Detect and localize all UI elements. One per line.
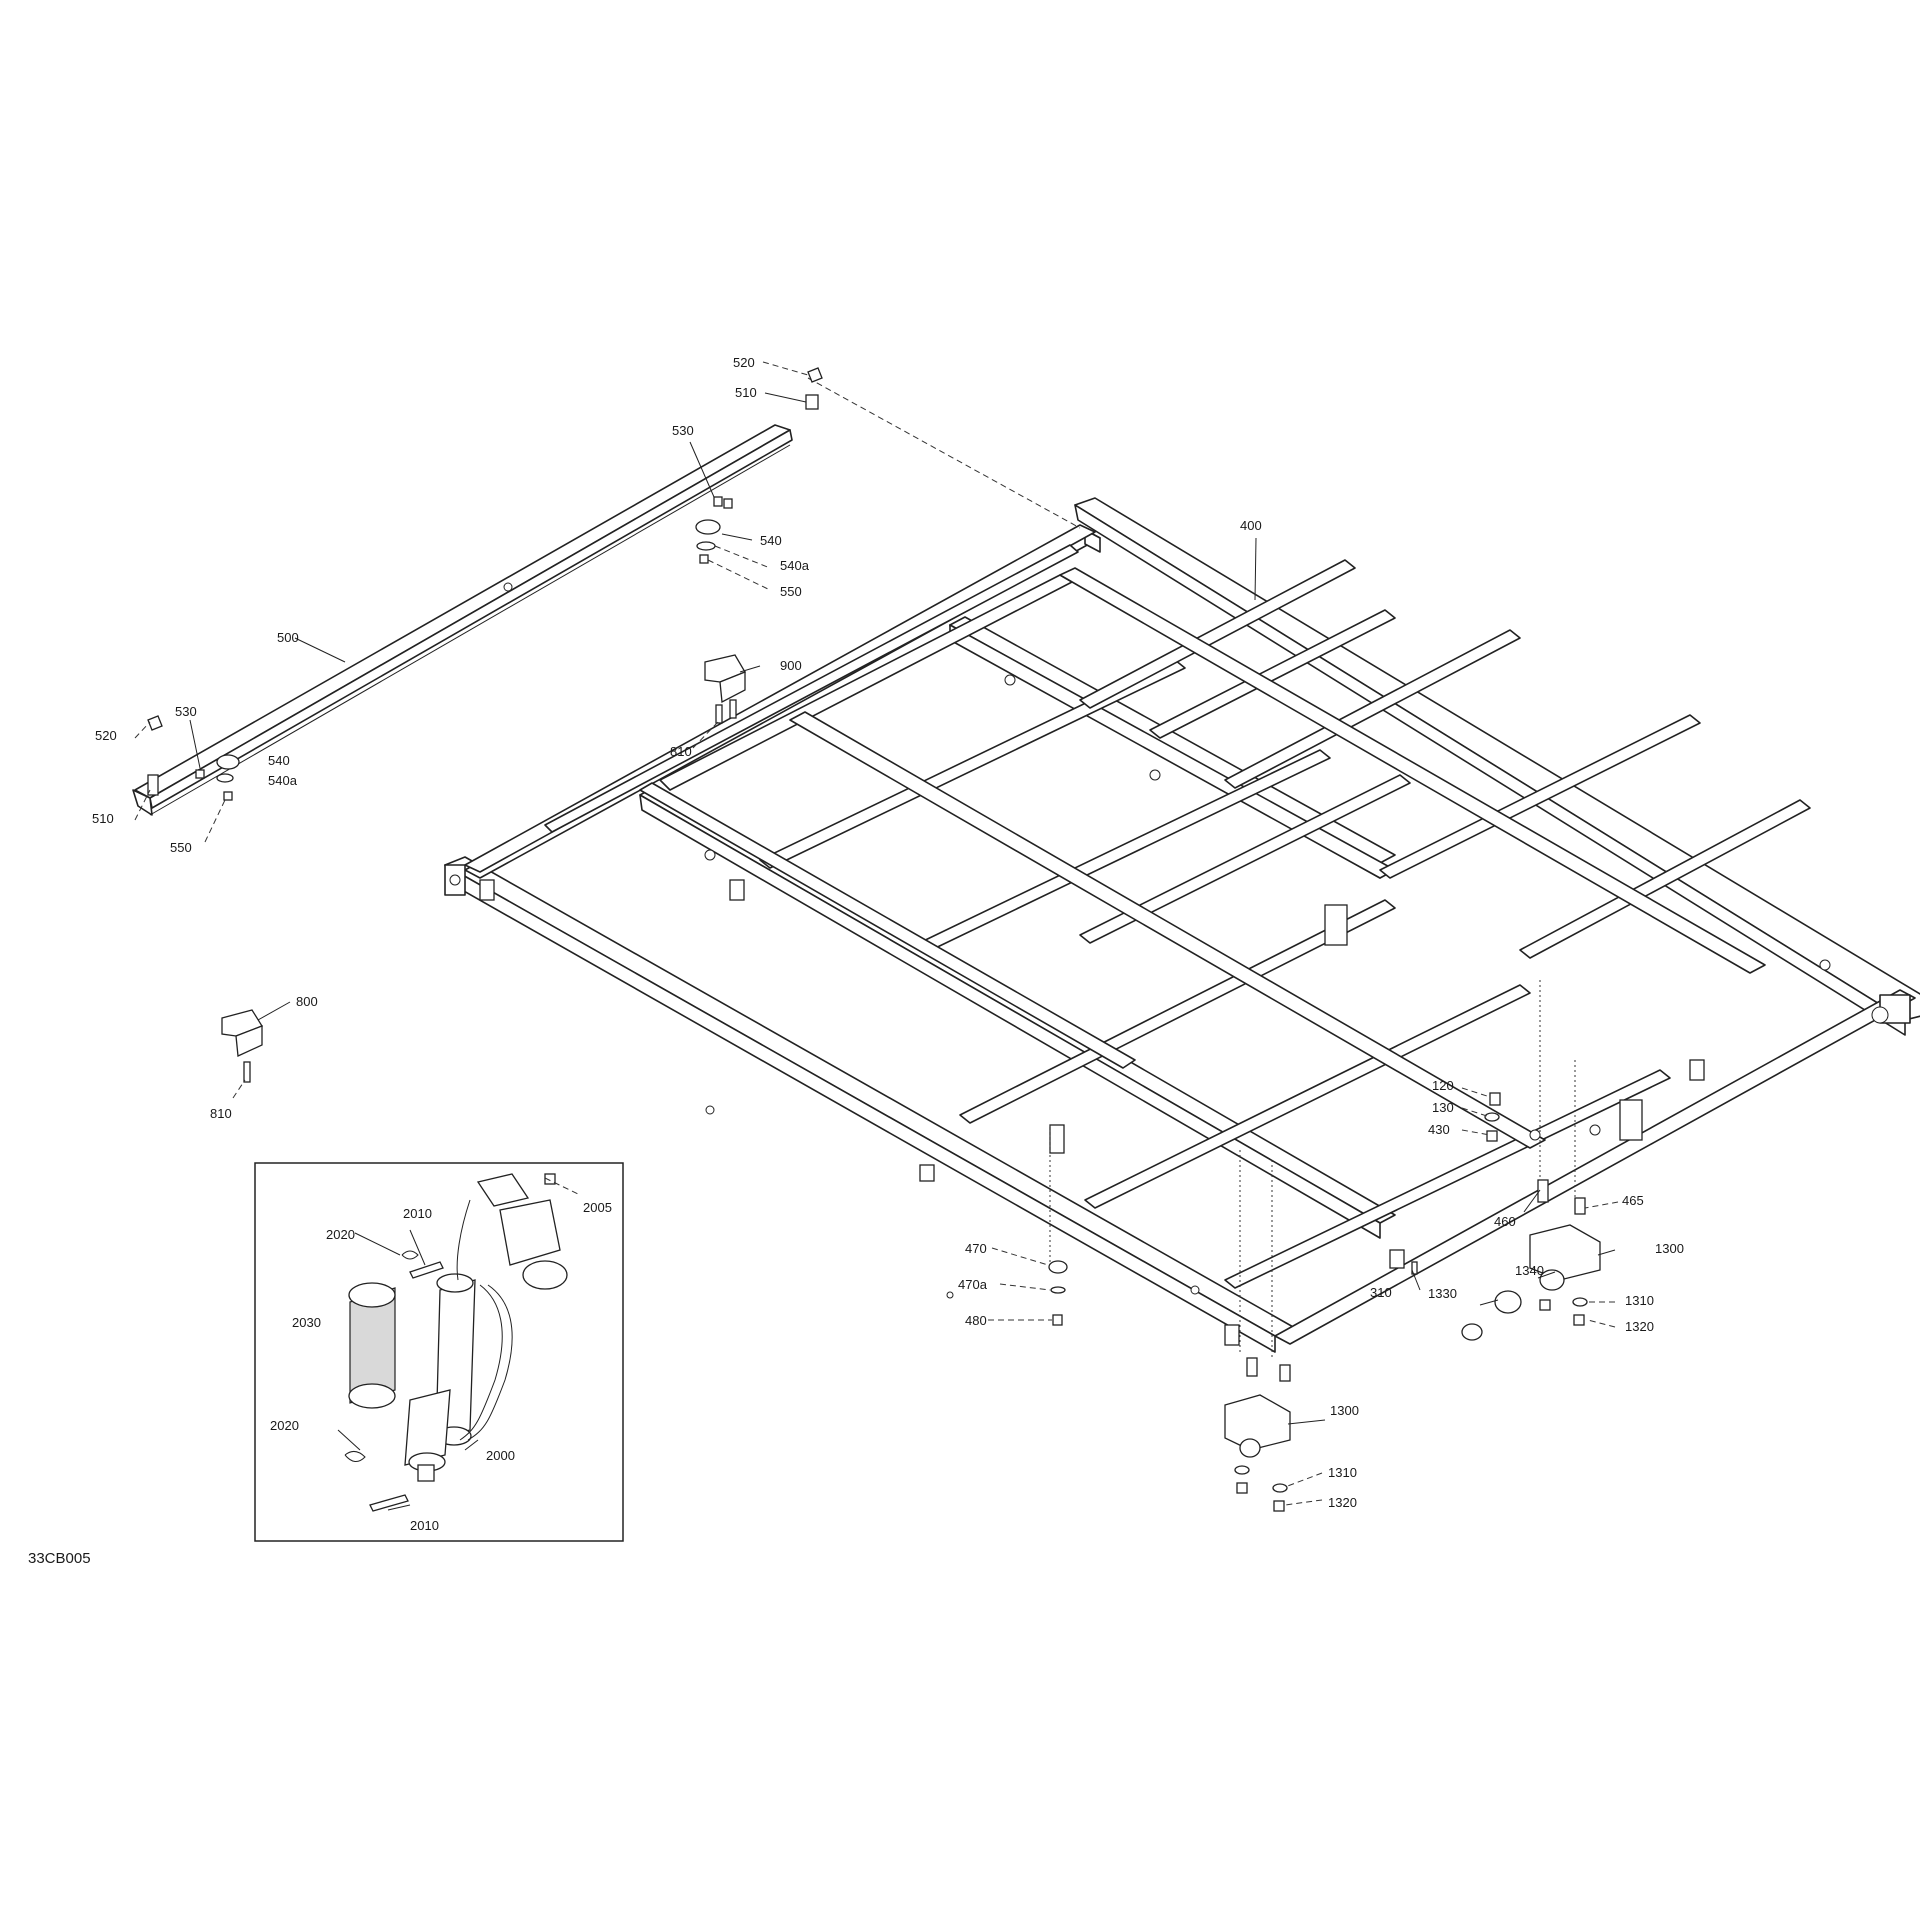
leader-lines — [134, 361, 1619, 1511]
label-1320: 1320 — [1328, 1495, 1357, 1510]
label-1320: 1320 — [1625, 1319, 1654, 1334]
label-2000: 2000 — [486, 1448, 515, 1463]
label-1310: 1310 — [1625, 1293, 1654, 1308]
label-520: 520 — [733, 355, 755, 370]
label-540a: 540a — [268, 773, 298, 788]
label-1340: 1340 — [1515, 1263, 1544, 1278]
label-480: 480 — [965, 1313, 987, 1328]
label-530: 530 — [672, 423, 694, 438]
label-900: 900 — [780, 658, 802, 673]
label-530: 530 — [175, 704, 197, 719]
label-540: 540 — [760, 533, 782, 548]
label-470: 470 — [965, 1241, 987, 1256]
side-rail — [132, 424, 793, 816]
label-1310: 1310 — [1328, 1465, 1357, 1480]
label-2020: 2020 — [270, 1418, 299, 1433]
label-800: 800 — [296, 994, 318, 1009]
label-810: 810 — [210, 1106, 232, 1121]
bracket-900 — [704, 654, 746, 724]
actuator-assembly — [344, 1173, 568, 1512]
label-460: 460 — [1494, 1214, 1516, 1229]
label-520: 520 — [95, 728, 117, 743]
frame-assembly — [444, 377, 1920, 1360]
label-550: 550 — [780, 584, 802, 599]
label-310: 310 — [1370, 1285, 1392, 1300]
label-2010: 2010 — [410, 1518, 439, 1533]
label-540a: 540a — [780, 558, 810, 573]
label-465: 465 — [1622, 1193, 1644, 1208]
label-2020: 2020 — [326, 1227, 355, 1242]
diagram-code: 33CB005 — [28, 1550, 91, 1567]
label-2005: 2005 — [583, 1200, 612, 1215]
part-labels: 520 510 530 540 540a 550 400 500 900 810… — [28, 355, 1684, 1567]
label-400: 400 — [1240, 518, 1262, 533]
label-1300: 1300 — [1330, 1403, 1359, 1418]
label-500: 500 — [277, 630, 299, 645]
label-470a: 470a — [958, 1277, 988, 1292]
label-430: 430 — [1428, 1122, 1450, 1137]
label-550: 550 — [170, 840, 192, 855]
label-510: 510 — [92, 811, 114, 826]
label-810: 810 — [670, 744, 692, 759]
label-510: 510 — [735, 385, 757, 400]
label-2010: 2010 — [403, 1206, 432, 1221]
hardware-upper-group — [147, 367, 823, 801]
hardware-lower-group — [1048, 1092, 1601, 1512]
inset-frame — [254, 1162, 624, 1542]
label-1330: 1330 — [1428, 1286, 1457, 1301]
label-540: 540 — [268, 753, 290, 768]
label-120: 120 — [1432, 1078, 1454, 1093]
label-1300: 1300 — [1655, 1241, 1684, 1256]
label-130: 130 — [1432, 1100, 1454, 1115]
bracket-800 — [221, 1009, 263, 1083]
label-2030: 2030 — [292, 1315, 321, 1330]
